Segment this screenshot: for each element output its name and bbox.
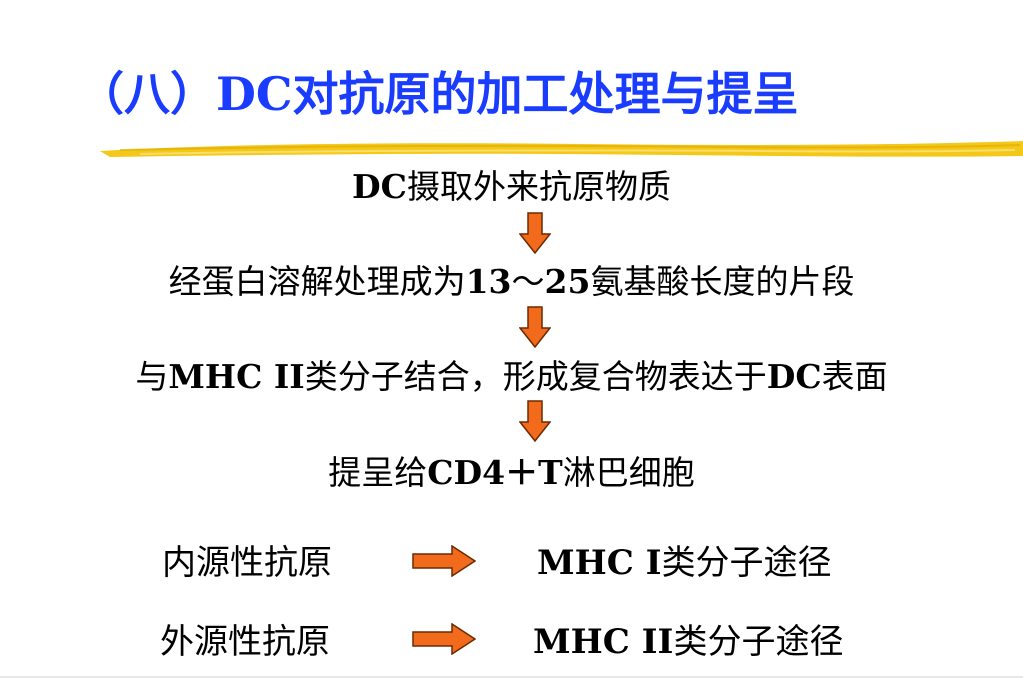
flow-step-4: 提呈给CD4＋T淋巴细胞 [0, 446, 1023, 494]
flow-step-1: DC摄取外来抗原物质 [0, 160, 1023, 208]
pathway-1-target: MHC I类分子途径 [537, 535, 832, 584]
pathway-2-target: MHC II类分子途径 [533, 614, 843, 663]
right-arrow-icon [412, 623, 476, 655]
step-3-bold-b: MHC II [168, 357, 305, 396]
flow-step-2: 经蛋白溶解处理成为13～25氨基酸长度的片段 [0, 255, 1023, 303]
slide-title: （八）DC对抗原的加工处理与提呈 [78, 67, 799, 121]
pathway-2-source: 外源性抗原 [160, 622, 330, 662]
step-3-bold-d: DC [766, 357, 822, 396]
step-3-text-e: 表面 [821, 357, 888, 396]
pathway-1-target-bold: MHC I [537, 543, 662, 583]
flow-step-3: 与MHC II类分子结合，形成复合物表达于DC表面 [0, 350, 1023, 398]
step-3-text-c: 类分子结合，形成复合物表达于 [304, 357, 767, 396]
step-4-text-a: 提呈给 [328, 453, 428, 492]
step-1-text: 摄取外来抗原物质 [406, 167, 671, 206]
down-arrow-icon [519, 400, 551, 442]
pathway-2-target-bold: MHC II [533, 622, 674, 662]
step-1-bold: DC [352, 167, 407, 206]
step-2-bold-d: 25 [544, 262, 591, 301]
right-arrow-icon [412, 545, 476, 577]
bottom-divider [0, 676, 1023, 678]
step-2-text-a: 经蛋白溶解处理成为 [168, 262, 466, 301]
step-4-text-c: 淋巴细胞 [562, 453, 695, 492]
step-3-text-a: 与 [135, 357, 169, 396]
step-2-bold-b: 13 [465, 262, 512, 301]
pathway-1-target-text: 类分子途径 [661, 543, 832, 583]
step-2-text-c: ～ [511, 262, 545, 301]
down-arrow-icon [519, 306, 551, 348]
pathway-1-source: 内源性抗原 [162, 543, 332, 583]
brush-underline [100, 141, 1023, 157]
down-arrow-icon [519, 212, 551, 254]
step-4-bold-b: CD4＋T [427, 453, 563, 492]
step-2-text-e: 氨基酸长度的片段 [590, 262, 855, 301]
pathway-2-target-text: 类分子途径 [673, 622, 844, 662]
